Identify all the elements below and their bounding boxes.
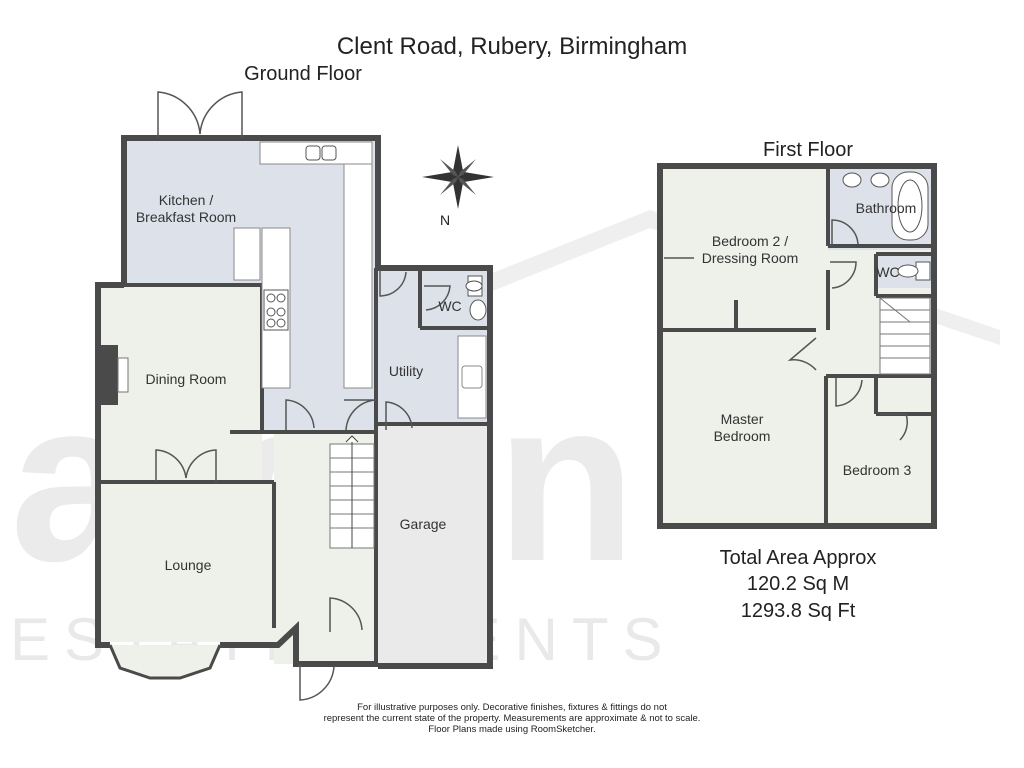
ground-floor-doors [285,270,451,701]
footnote: For illustrative purposes only. Decorati… [324,702,701,735]
ground-floor-walls [95,135,493,669]
plan-title: Clent Road, Rubery, Birmingham [337,33,687,60]
bay-window [108,644,222,680]
footnote-line2: represent the current state of the prope… [324,713,701,724]
kitchen-label-line2: Breakfast Room [136,209,236,225]
kitchen-sink [305,145,337,161]
footnote-line3: Floor Plans made using RoomSketcher. [428,724,595,735]
bathroom-fixtures [842,171,931,281]
lounge-label: Lounge [165,557,212,573]
dining-room-label: Dining Room [146,371,227,387]
bedroom2-label: Bedroom 2 / [712,233,788,249]
first-floor-label: First Floor [763,139,853,161]
ground-floor-interior-walls [98,268,490,666]
ground-floor-label: Ground Floor [244,63,362,85]
total-area-heading: Total Area Approx [720,547,877,569]
bedroom2-label-line2: Dressing Room [702,250,798,266]
kitchen-hob [263,289,289,331]
first-wc-label: WC [876,264,899,280]
total-area-block: Total Area Approx 120.2 Sq M 1293.8 Sq F… [720,547,877,622]
utility-label: Utility [389,363,423,379]
ground-wc-label: WC [438,298,461,314]
wc-fixtures [465,275,487,321]
compass-icon: N [422,145,494,228]
total-area-sqft: 1293.8 Sq Ft [741,600,856,622]
compass-north-label: N [440,212,450,228]
kitchen-label: Kitchen / [159,192,214,208]
garage-label: Garage [400,516,447,532]
bedroom3-label: Bedroom 3 [843,462,912,478]
total-area-sqm: 120.2 Sq M [747,573,849,595]
master-bedroom-label: Master [721,411,764,427]
ground-floor-plan: Kitchen / Breakfast Room Dining Room Uti… [95,91,493,701]
first-floor-doors [664,219,909,441]
footnote-line1: For illustrative purposes only. Decorati… [357,702,667,713]
patio-doors [157,91,243,138]
first-floor-walls [657,163,937,529]
garage-fill [378,424,490,666]
first-floor-interior-walls [660,166,934,526]
fireplace [117,357,129,393]
ground-floor-stairs [329,435,375,549]
master-bedroom-label-line2: Bedroom [714,428,771,444]
first-floor-stairs [879,297,931,375]
lounge-fill [98,482,274,642]
chimney-breast [98,345,118,405]
utility-worktop [457,335,487,419]
dining-lounge-doors [155,449,217,482]
first-floor-plan: Bathroom Bedroom 2 / Dressing Room WC Ma… [657,163,937,529]
bathroom-label: Bathroom [856,200,917,216]
